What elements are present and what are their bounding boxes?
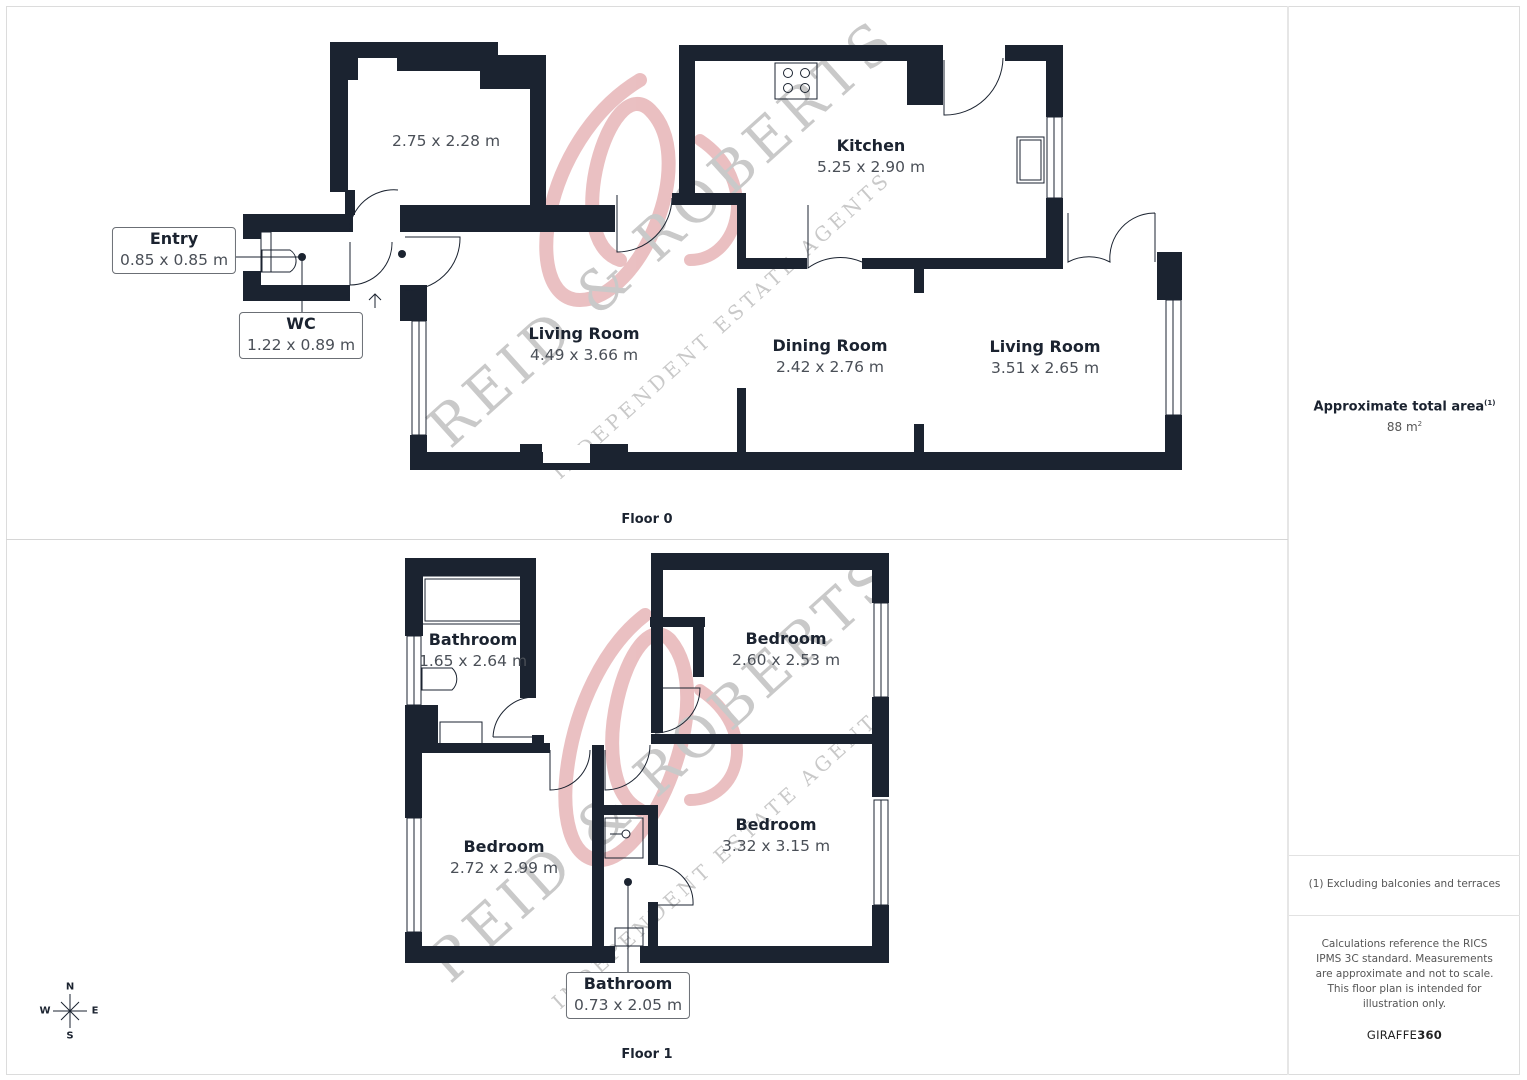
room-name: Bathroom	[583, 974, 673, 993]
room-name: WC	[286, 314, 316, 333]
room-living-room-2: Living Room 3.51 x 2.65 m	[990, 337, 1101, 379]
room-dims: 2.72 x 2.99 m	[449, 859, 559, 877]
floor0-doors-windows	[234, 57, 1182, 436]
room-name: Bedroom	[735, 815, 817, 834]
floor-0-label: Floor 0	[621, 512, 673, 527]
room-dims: 0.73 x 2.05 m	[573, 996, 683, 1014]
room-bathroom-1: Bathroom 1.65 x 2.64 m	[419, 630, 527, 672]
floor-1-label: Floor 1	[621, 1047, 673, 1062]
area-footnote: (1) Excluding balconies and terraces	[1308, 878, 1501, 890]
floor0-fixtures	[543, 445, 590, 463]
room-dims: 3.51 x 2.65 m	[990, 359, 1100, 377]
compass-rose-icon	[53, 994, 87, 1028]
sidebar-divider-2	[1289, 915, 1520, 916]
sidebar-divider-1	[1289, 855, 1520, 856]
area-value: 88 m2	[1386, 420, 1423, 435]
room-dims: 2.75 x 2.28 m	[391, 132, 501, 150]
room-name: Bedroom	[745, 629, 827, 648]
watermark-logo	[539, 73, 743, 868]
room-kitchen: Kitchen 5.25 x 2.90 m	[817, 136, 925, 178]
floor0-walls	[243, 42, 1182, 470]
compass-west: W	[39, 1005, 51, 1017]
area-title: Approximate total area(1)	[1313, 399, 1496, 415]
plan-frame	[6, 6, 1520, 1075]
room-name: Dining Room	[772, 336, 888, 355]
room-name: Living Room	[989, 337, 1101, 356]
room-dims: 2.60 x 2.53 m	[731, 651, 841, 669]
disclaimer-text: Calculations reference the RICS IPMS 3C …	[1315, 938, 1494, 1010]
total-area-block: Approximate total area(1) 88 m2	[1289, 399, 1520, 434]
room-dims: 0.85 x 0.85 m	[119, 251, 229, 269]
room-dims: 1.65 x 2.64 m	[418, 652, 528, 670]
room-bedroom-1: Bedroom 2.60 x 2.53 m	[732, 629, 840, 671]
room-floor0-unnamed: 2.75 x 2.28 m	[392, 130, 500, 152]
room-bedroom-3: Bedroom 2.72 x 2.99 m	[450, 837, 558, 879]
sidebar-divider	[1287, 6, 1289, 1075]
compass-east: E	[91, 1005, 99, 1017]
room-entry: Entry 0.85 x 0.85 m	[111, 227, 237, 274]
compass-south: S	[66, 1030, 74, 1042]
room-dims: 2.42 x 2.76 m	[775, 358, 885, 376]
brand-logo: GIRAFFE360	[1366, 1028, 1443, 1042]
room-bedroom-2: Bedroom 3.32 x 3.15 m	[722, 815, 830, 857]
room-name: Living Room	[528, 324, 640, 343]
room-name: Bathroom	[428, 630, 518, 649]
compass-north: N	[65, 981, 75, 993]
floor1-doors-windows	[406, 575, 889, 972]
room-dims: 4.49 x 3.66 m	[529, 346, 639, 364]
room-living-room-1: Living Room 4.49 x 3.66 m	[529, 324, 640, 366]
room-dims: 3.32 x 3.15 m	[721, 837, 831, 855]
room-name: Kitchen	[836, 136, 906, 155]
room-wc: WC 1.22 x 0.89 m	[238, 312, 364, 359]
room-name: Entry	[149, 229, 199, 248]
room-dining-room: Dining Room 2.42 x 2.76 m	[772, 336, 887, 378]
room-name: Bedroom	[463, 837, 545, 856]
room-bathroom-2: Bathroom 0.73 x 2.05 m	[565, 972, 691, 1019]
floor-divider	[6, 539, 1288, 540]
room-dims: 1.22 x 0.89 m	[246, 336, 356, 354]
room-dims: 5.25 x 2.90 m	[816, 158, 926, 176]
